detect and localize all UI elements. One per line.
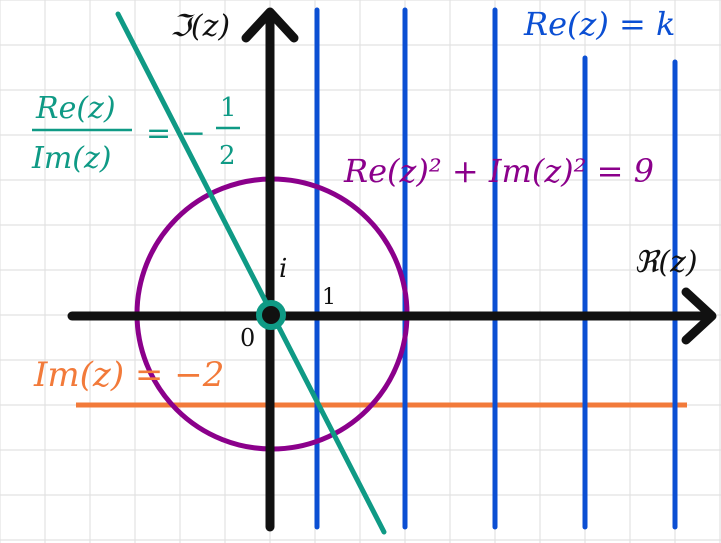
unit-real-label: 1	[322, 285, 336, 310]
line-ratio-equation: Re(z) Im(z) = − 1 2	[31, 91, 240, 176]
line-ratio-numerator: Re(z)	[35, 91, 116, 126]
line-ratio-rhs-sign: = −	[146, 116, 206, 151]
origin-label: 0	[240, 324, 255, 352]
real-axis-label: ℜ(z)	[634, 245, 698, 280]
vertical-family-label: Re(z) = k	[523, 5, 675, 43]
imaginary-axis-label: ℑ(z)	[170, 9, 230, 44]
line-ratio-minus-half	[115, 11, 387, 535]
line-ratio-rhs-denominator: 2	[219, 141, 236, 171]
real-axis-arrowhead	[681, 287, 717, 345]
line-ratio-rhs-numerator: 1	[220, 93, 237, 123]
horizontal-line-label: Im(z) = −2	[33, 355, 224, 395]
unit-imag-label: i	[279, 254, 287, 284]
line-ratio-denominator: Im(z)	[31, 141, 112, 176]
origin-marker	[256, 300, 286, 330]
imaginary-axis-arrowhead	[241, 7, 299, 43]
circle-equation-label: Re(z)² + Im(z)² = 9	[343, 152, 654, 190]
